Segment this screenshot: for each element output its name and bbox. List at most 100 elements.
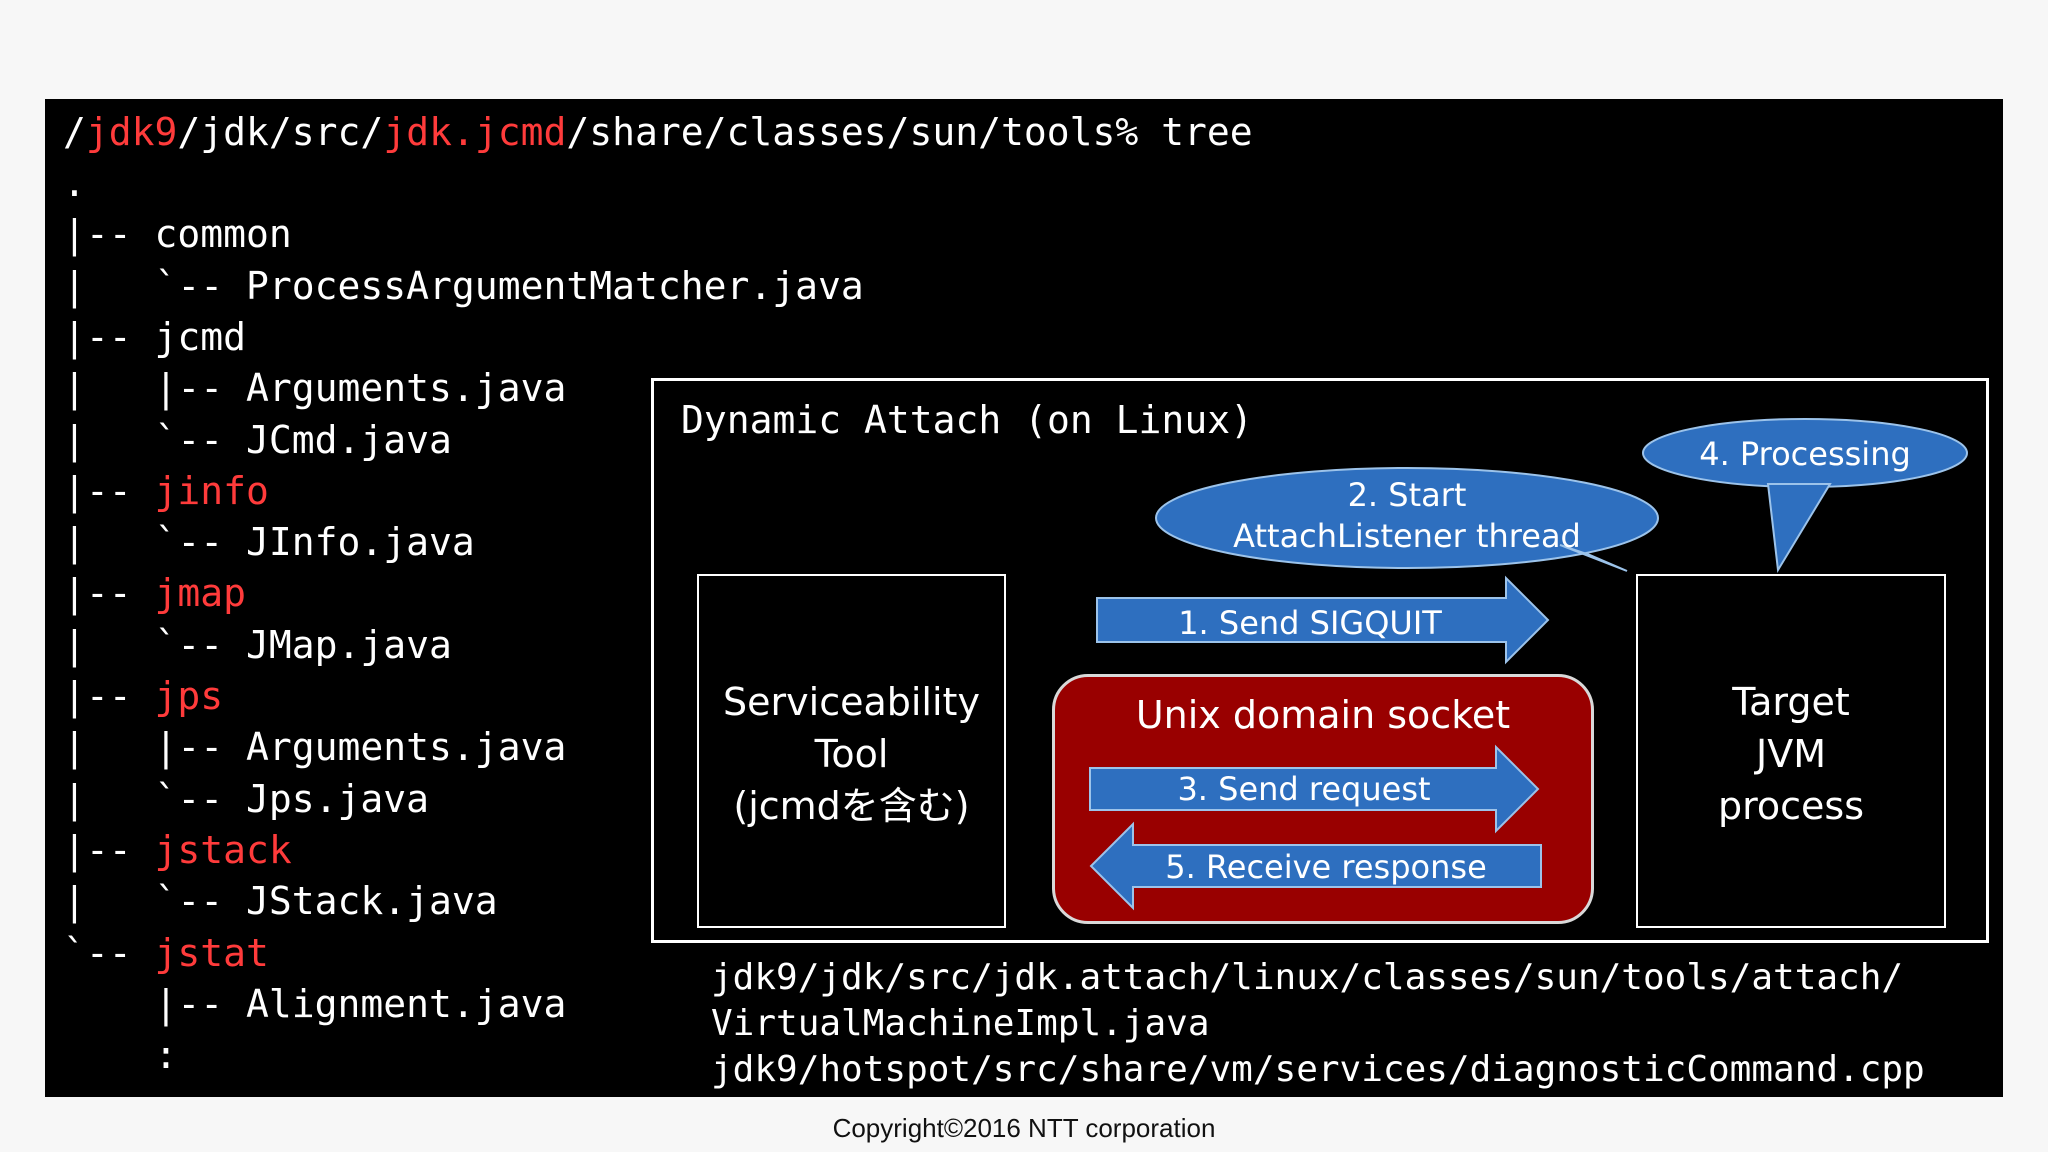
tree-line: |-- jmap — [63, 568, 246, 619]
send-request-arrow-outline — [1090, 748, 1541, 770]
processing-bubble-tail — [1766, 483, 1832, 574]
tree-line: |-- jstack — [63, 825, 292, 876]
tree-prefix: | |-- — [63, 366, 247, 411]
tree-line: . — [63, 158, 86, 209]
tree-prefix: `-- — [63, 930, 155, 975]
tree-prefix: | `-- — [63, 520, 247, 565]
tree-entry-name: jstat — [154, 930, 269, 975]
tree-line: |-- Alignment.java — [63, 979, 567, 1030]
dynamic-attach-diagram — [651, 378, 1989, 943]
tree-entry-name: JMap.java — [246, 622, 452, 667]
request-arrow-visible — [1090, 748, 1541, 769]
send-request-polygon — [1090, 746, 1541, 769]
tree-line: | `-- JStack.java — [63, 876, 498, 927]
tree-entry-name: common — [154, 212, 292, 257]
target-box-line1: Target — [1732, 680, 1850, 724]
send-request-arrow-fill — [1090, 745, 1541, 768]
send-request-arrow-main — [1090, 749, 1541, 769]
request-arrow-shape — [1091, 746, 1534, 769]
tree-entry-name: jinfo — [154, 468, 269, 513]
tree-line: | `-- JCmd.java — [63, 415, 452, 466]
tree-entry-name: Arguments.java — [246, 366, 567, 411]
arrow-send-request — [1090, 745, 1541, 768]
start-bubble-line1: 2. Start — [1348, 476, 1467, 514]
source-path-3: jdk9/hotspot/src/share/vm/services/diagn… — [711, 1049, 1925, 1090]
prompt-segment: /jdk/src/ — [177, 110, 384, 154]
start-bubble-line2: AttachListener thread — [1233, 517, 1581, 555]
tree-line: |-- jcmd — [63, 312, 246, 363]
tree-line: | `-- JInfo.java — [63, 517, 475, 568]
send-request-arrow-body — [1090, 748, 1540, 769]
tree-entry-name: jcmd — [154, 314, 247, 359]
send-request-arrow — [1090, 747, 1541, 768]
tool-box-line2: Tool — [814, 732, 889, 776]
tree-prefix: |-- — [63, 314, 155, 359]
target-jvm-box: Target JVM process — [1636, 574, 1946, 928]
source-path-2: VirtualMachineImpl.java — [711, 1003, 1210, 1044]
send-request-arrow-real — [1089, 744, 1540, 834]
start-bubble-tail — [1559, 544, 1628, 572]
target-box-line3: process — [1717, 784, 1865, 828]
tree-entry-name: JInfo.java — [246, 520, 475, 565]
receive-response-arrow — [1089, 821, 1542, 911]
send-request-arrow-draw — [1090, 746, 1541, 768]
tree-line: |-- jps — [63, 671, 223, 722]
tree-prefix: . — [63, 161, 86, 205]
send-request-arrow-final — [1090, 746, 1541, 768]
send-sigquit-arrow — [1096, 575, 1550, 665]
tree-prefix: |-- — [63, 571, 155, 616]
tree-line: | `-- ProcessArgumentMatcher.java — [63, 261, 864, 312]
tool-box-line3: (jcmdを含む) — [733, 784, 970, 828]
prompt-segment-highlight: jdk9 — [85, 110, 178, 154]
copyright-text: Copyright©2016 NTT corporation — [832, 1113, 1216, 1143]
request-arrow — [1090, 748, 1541, 769]
send-sigquit-label: 1. Send SIGQUIT — [1178, 604, 1442, 642]
tree-prefix: |-- — [63, 212, 155, 257]
tree-prefix: |-- — [63, 827, 155, 872]
request-arrow-body — [1090, 747, 1541, 770]
diagram-title: Dynamic Attach (on Linux) — [681, 398, 1253, 442]
tree-prefix: | `-- — [63, 417, 247, 462]
target-box-line2: JVM — [1756, 732, 1826, 776]
request-arrow-full — [1090, 748, 1541, 769]
tree-prefix: |-- — [63, 468, 155, 513]
tree-line: | |-- Arguments.java — [63, 363, 566, 414]
tree-line: | `-- JMap.java — [63, 620, 452, 671]
tree-entry-name: ProcessArgumentMatcher.java — [246, 263, 864, 308]
send-request-shape — [1090, 748, 1541, 769]
send-request-arrow-shape — [1090, 748, 1541, 768]
tree-line: |-- jinfo — [63, 466, 269, 517]
socket-title: Unix domain socket — [1135, 693, 1511, 737]
source-path-1: jdk9/jdk/src/jdk.attach/linux/classes/su… — [711, 957, 1904, 998]
tree-prefix: | `-- — [63, 263, 247, 308]
tree-entry-name: jps — [154, 674, 224, 718]
tree-line: | `-- Jps.java — [63, 774, 429, 825]
send-request-arrowhead — [1090, 746, 1541, 768]
tree-prefix: | `-- — [63, 776, 247, 821]
tree-prefix: |-- — [63, 674, 155, 718]
start-bubble — [1155, 467, 1659, 569]
tree-entry-name: JStack.java — [246, 879, 498, 924]
send-request-label: 3. Send request — [1177, 770, 1430, 808]
tree-prefix: |-- — [63, 981, 247, 1026]
terminal-prompt: /jdk9/jdk/src/jdk.jcmd/share/classes/sun… — [63, 107, 1253, 158]
tree-entry-name: jmap — [154, 571, 247, 616]
receive-response-label: 5. Receive response — [1165, 848, 1487, 886]
tree-line: : — [63, 1030, 178, 1081]
tree-prefix: | |-- — [63, 725, 247, 770]
tree-line: `-- jstat — [63, 928, 269, 979]
tree-entry-name: Alignment.java — [246, 981, 567, 1026]
tree-line: |-- common — [63, 209, 292, 260]
prompt-segment: /share/classes/sun/tools% tree — [566, 110, 1253, 154]
tree-entry-name: : — [154, 1033, 178, 1078]
slide-background — [45, 99, 2003, 1097]
request-arrow-polygon — [1090, 748, 1532, 770]
prompt-segment: / — [63, 110, 86, 154]
tree-entry-name: Jps.java — [246, 776, 430, 821]
processing-bubble-label: 4. Processing — [1699, 435, 1911, 473]
tree-prefix: | `-- — [63, 622, 247, 667]
tree-entry-name: JCmd.java — [246, 417, 452, 462]
tree-entry-name: jstack — [154, 827, 292, 872]
serviceability-tool-box: Serviceability Tool (jcmdを含む) — [697, 574, 1006, 928]
